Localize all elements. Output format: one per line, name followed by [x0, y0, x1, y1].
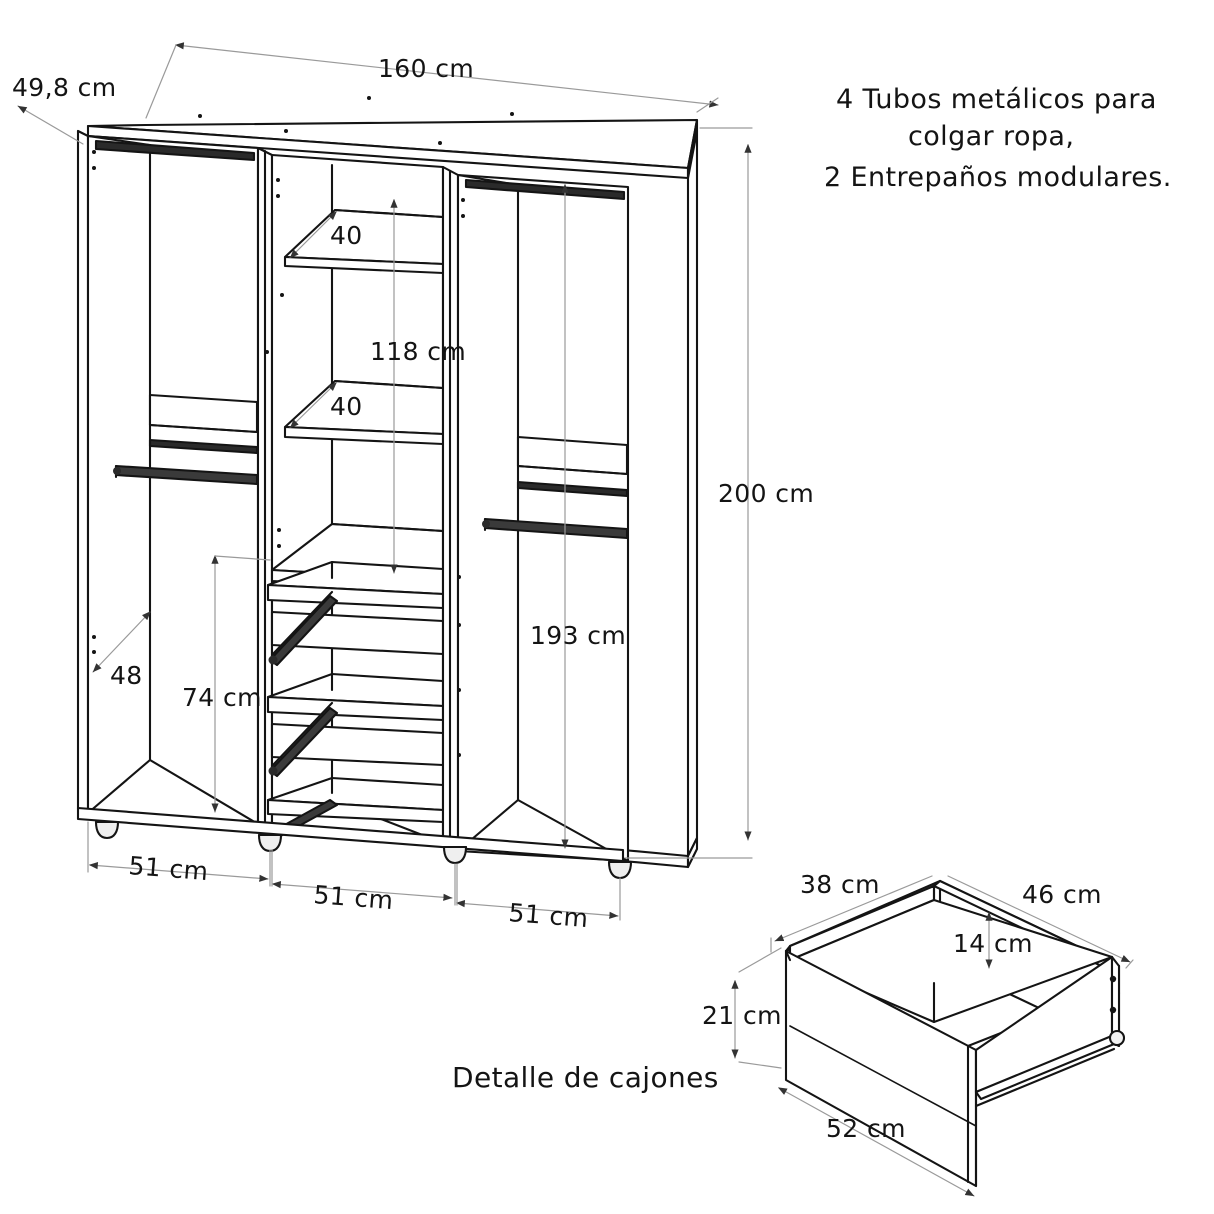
right-module — [456, 173, 630, 863]
label-shelf-depth-upper: 40 — [330, 221, 363, 250]
label-module-width-right: 51 cm — [508, 898, 590, 933]
label-hanging-height-left: 48 — [110, 661, 143, 690]
label-shelf-gap-middle: 118 cm — [370, 337, 466, 366]
dimension-labels: 49,8 cm 160 cm 200 cm 118 cm 193 cm 74 c… — [12, 54, 1102, 1143]
drawer-slide-2 — [268, 701, 339, 778]
dim-depth-line — [17, 105, 84, 145]
foot-left — [94, 820, 120, 840]
foot-far-right — [607, 860, 633, 880]
label-module-width-left: 51 cm — [128, 851, 210, 886]
right-metal-rod — [482, 517, 629, 540]
label-drawer-inner-height: 14 cm — [953, 929, 1033, 958]
drawer-3 — [266, 776, 445, 824]
foot-right — [442, 845, 468, 865]
left-metal-rod — [113, 464, 259, 486]
feature-note-line-3: 2 Entrepaños modulares. — [824, 162, 1172, 193]
label-module-width-center: 51 cm — [313, 880, 395, 915]
label-drawer-front-width: 52 cm — [826, 1114, 906, 1143]
annotation-notes: 4 Tubos metálicos para colgar ropa, 2 En… — [452, 84, 1172, 1094]
dim-51-left-line — [88, 862, 269, 882]
drawer-slide-1 — [268, 590, 339, 667]
dim-width-line — [174, 42, 719, 108]
wardrobe-carcass — [76, 96, 699, 880]
right-side-panel — [621, 129, 699, 869]
dim-48-line — [92, 611, 151, 673]
feature-note-line-2: colgar ropa, — [908, 121, 1074, 152]
label-drawer-stack-height: 74 cm — [182, 683, 262, 712]
divider-panel-left — [256, 146, 274, 834]
right-hanging-shelf-band — [516, 435, 629, 498]
drawer-detail-caption: Detalle de cajones — [452, 1061, 719, 1094]
drawer-screws — [1109, 975, 1117, 1014]
feature-note-line-1: 4 Tubos metálicos para — [836, 84, 1157, 115]
label-drawer-front-height: 21 cm — [702, 1001, 782, 1030]
dim-51-center-line — [271, 881, 453, 901]
label-drawer-back-width: 46 cm — [1022, 880, 1102, 909]
dim-51-right-line — [455, 900, 619, 919]
label-shelf-depth-lower: 40 — [330, 392, 363, 421]
dim-40-upper-line — [289, 211, 337, 259]
label-hanging-height-right: 193 cm — [530, 621, 626, 650]
label-drawer-side-depth: 38 cm — [800, 870, 880, 899]
dimension-lines-drawer — [731, 875, 1134, 1197]
foot-center — [257, 833, 283, 853]
dim-52-line — [777, 1087, 975, 1197]
divider-panel-right — [441, 165, 460, 853]
left-side-panel — [76, 129, 90, 815]
dim-46-line — [947, 875, 1131, 963]
dimension-lines-wardrobe — [17, 42, 753, 921]
dim-38-line — [774, 875, 933, 942]
label-width-total: 160 cm — [378, 54, 474, 83]
label-height-total: 200 cm — [718, 479, 814, 508]
dim-40-lower-line — [289, 382, 337, 429]
label-depth: 49,8 cm — [12, 73, 117, 102]
